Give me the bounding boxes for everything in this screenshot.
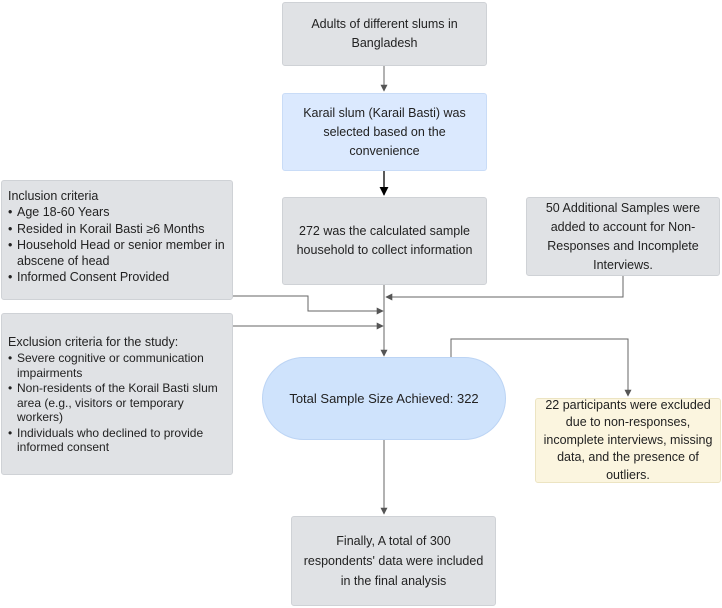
final-analysis-text: Finally, A total of 300 respondents' dat…: [303, 534, 484, 588]
additional-samples-text: 50 Additional Samples were added to acco…: [545, 200, 701, 272]
exclusion-item: Severe cognitive or communication impair…: [8, 351, 226, 380]
total-sample-text: Total Sample Size Achieved: 322: [289, 391, 479, 406]
inclusion-list: Age 18-60 Years Resided in Korail Basti …: [8, 205, 226, 286]
exclusion-item: Individuals who declined to provide info…: [8, 426, 226, 455]
inclusion-criteria-box: Inclusion criteria Age 18-60 Years Resid…: [1, 180, 233, 300]
exclusion-item: Non-residents of the Korail Basti slum a…: [8, 381, 226, 425]
excluded-participants-text: 22 participants were excluded due to non…: [543, 397, 713, 482]
inclusion-item: Age 18-60 Years: [8, 205, 226, 221]
inclusion-title: Inclusion criteria: [8, 189, 99, 203]
arrow-additional-to-main: [385, 276, 624, 301]
total-sample-pill: Total Sample Size Achieved: 322: [262, 357, 506, 440]
inclusion-item: Household Head or senior member in absce…: [8, 238, 226, 269]
population-box: Adults of different slums in Bangladesh: [282, 2, 487, 66]
exclusion-list: Severe cognitive or communication impair…: [8, 351, 226, 455]
additional-samples-box: 50 Additional Samples were added to acco…: [526, 197, 720, 276]
calculated-sample-text: 272 was the calculated sample household …: [296, 224, 473, 257]
exclusion-criteria-box: Exclusion criteria for the study: Severe…: [1, 313, 233, 475]
inclusion-item: Resided in Korail Basti ≥6 Months: [8, 222, 226, 238]
inclusion-item: Informed Consent Provided: [8, 270, 226, 286]
excluded-participants-box: 22 participants were excluded due to non…: [535, 398, 721, 483]
calculated-sample-box: 272 was the calculated sample household …: [282, 197, 487, 285]
exclusion-title: Exclusion criteria for the study:: [8, 335, 179, 349]
selection-box: Karail slum (Karail Basti) was selected …: [282, 93, 487, 171]
population-text: Adults of different slums in Bangladesh: [311, 17, 458, 50]
arrow-total-to-excluded: [450, 338, 632, 397]
selection-text: Karail slum (Karail Basti) was selected …: [303, 105, 466, 158]
final-analysis-box: Finally, A total of 300 respondents' dat…: [291, 516, 496, 606]
arrow-inclusion-to-main: [233, 295, 384, 315]
